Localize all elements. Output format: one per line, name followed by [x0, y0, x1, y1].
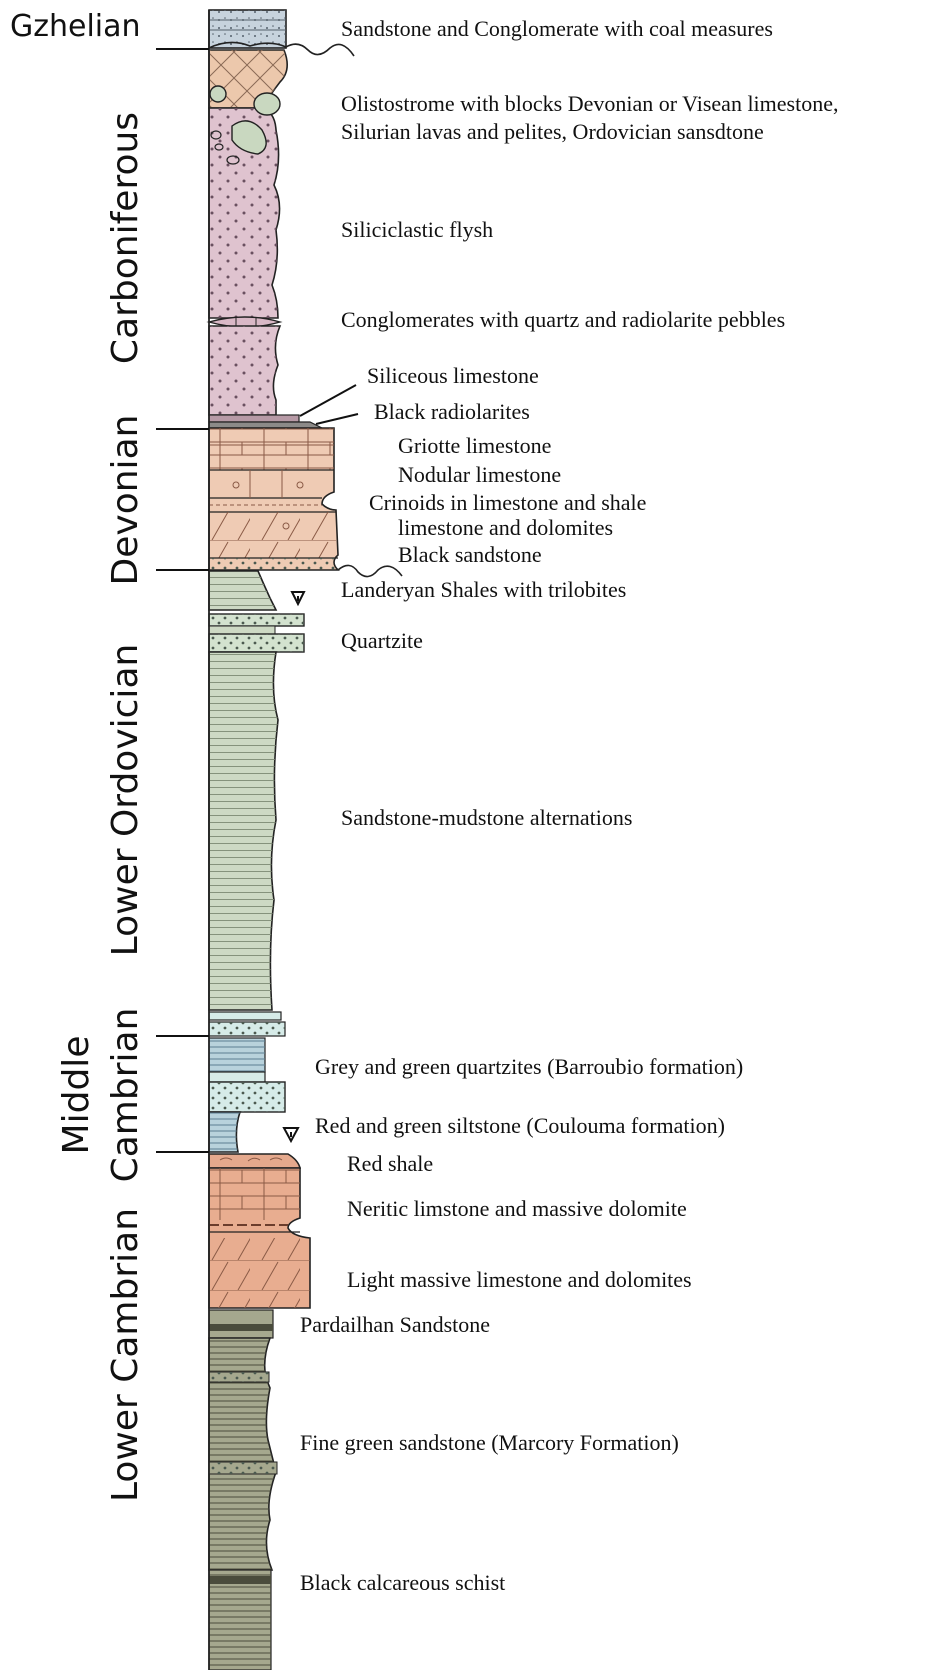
- unit-label-siliciclastic-flysh: Siliciclastic flysh: [341, 217, 493, 242]
- unit-label-nodular-limestone: Nodular limestone: [398, 462, 561, 487]
- unit-label-sandstone-conglomerate: Sandstone and Conglomerate with coal mea…: [341, 16, 773, 41]
- period-label-lower-ordovician: Lower Ordovician: [105, 644, 146, 957]
- unit-descriptions: Sandstone and Conglomerate with coal mea…: [300, 16, 838, 1595]
- period-label-devonian: Devonian: [105, 415, 146, 586]
- cambrian-quartzite-beds: [208, 1011, 286, 1113]
- unconformity-line: [285, 43, 355, 57]
- unit-label-siliceous-limestone: Siliceous limestone: [367, 363, 539, 388]
- unit-label-crinoids: Crinoids in limestone and shale: [369, 490, 646, 515]
- unit-label-red-shale: Red shale: [347, 1151, 433, 1176]
- fossil-icon: [282, 1127, 300, 1144]
- period-label-carboniferous: Carboniferous: [105, 112, 146, 364]
- leader-line-black-radiolarites: [315, 413, 359, 425]
- radiolarite-bed: [208, 414, 323, 429]
- unit-label-olistostrome: Olistostrome with blocks Devonian or Vis…: [341, 91, 838, 116]
- unit-label-neritic-limestone: Neritic limstone and massive dolomite: [347, 1196, 687, 1221]
- leader-line-siliceous-limestone: [299, 384, 357, 417]
- unit-label-grey-green-quartzites: Grey and green quartzites (Barroubio for…: [315, 1054, 743, 1079]
- unit-label-red-green-siltstone: Red and green siltstone (Coulouma format…: [315, 1113, 725, 1138]
- olistolith-block: [209, 85, 227, 103]
- fine-green-sandstone-bed: [208, 1337, 278, 1571]
- lithology-column: [206, 9, 340, 1670]
- landeryan-shale-bed: [208, 570, 278, 611]
- unconformity-line: [337, 564, 403, 578]
- unit-label-black-sandstone: Black sandstone: [398, 542, 542, 567]
- olistolith-block: [253, 92, 281, 116]
- period-label-gzhelian: Gzhelian: [10, 9, 141, 44]
- unit-label-fine-green-sandstone: Fine green sandstone (Marcory Formation): [300, 1430, 679, 1455]
- neritic-limestone-bed: [208, 1167, 311, 1309]
- unit-label-pardailhan-sandstone: Pardailhan Sandstone: [300, 1312, 490, 1337]
- coal-measures-bed: [208, 9, 287, 49]
- period-boundary-lines: [156, 43, 403, 1153]
- unit-label-olistostrome-line2: Silurian lavas and pelites, Ordovician s…: [341, 119, 764, 144]
- black-calcareous-schist-bed: [208, 1569, 272, 1670]
- unit-label-conglomerates: Conglomerates with quartz and radiolarit…: [341, 307, 785, 332]
- period-label-middle-cambrian-line2: Cambrian: [105, 1008, 146, 1183]
- unit-label-landeryan-shales: Landeryan Shales with trilobites: [341, 577, 626, 602]
- quartzite-beds: [208, 613, 305, 653]
- fossil-icon: [290, 591, 306, 607]
- period-label-middle-cambrian-line1: Middle: [56, 1036, 97, 1155]
- unit-label-limestone-dolomites: limestone and dolomites: [398, 515, 613, 540]
- unit-label-light-massive-limestone: Light massive limestone and dolomites: [347, 1267, 692, 1292]
- unit-label-sandstone-mudstone: Sandstone-mudstone alternations: [341, 805, 632, 830]
- unit-label-griotte-limestone: Griotte limestone: [398, 433, 551, 458]
- red-shale-bed: [208, 1153, 302, 1169]
- siliciclastic-flysch-bed-lower: [208, 325, 282, 416]
- unit-label-quartzite: Quartzite: [341, 628, 423, 653]
- devonian-limestone-beds: [208, 427, 340, 571]
- period-label-lower-cambrian: Lower Cambrian: [105, 1208, 146, 1502]
- sandstone-mudstone-bed: [208, 651, 279, 1011]
- siliciclastic-flysch-bed: [208, 85, 281, 319]
- pardailhan-sandstone-bed: [208, 1309, 274, 1339]
- unit-label-black-calcareous-schist: Black calcareous schist: [300, 1570, 505, 1595]
- period-labels: Gzhelian Carboniferous Devonian Lower Or…: [10, 9, 146, 1502]
- unit-label-black-radiolarites: Black radiolarites: [374, 399, 530, 424]
- cambrian-siltstone-bed: [208, 1111, 242, 1153]
- olistolith-block: [231, 120, 267, 155]
